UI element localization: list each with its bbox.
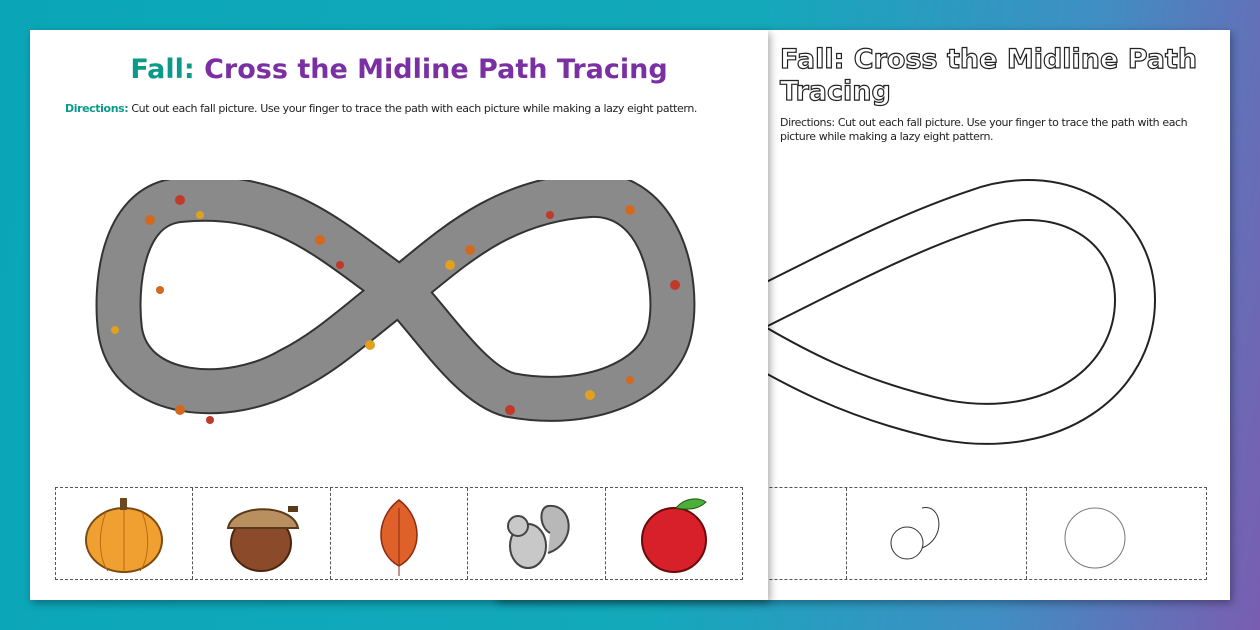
directions: Directions: Cut out each fall picture. U… [65, 102, 698, 115]
card-leaf[interactable] [767, 488, 847, 579]
card-pumpkin[interactable] [56, 488, 194, 579]
card-squirrel[interactable] [468, 488, 606, 579]
leaves [111, 195, 680, 424]
card-apple[interactable] [1027, 488, 1206, 579]
squirrel-icon [507, 504, 570, 569]
infinity-path [95, 180, 696, 424]
squirrel-outline-icon [890, 507, 939, 560]
card-acorn[interactable] [193, 488, 331, 579]
page-title: Fall: Cross the Midline Path Tracing [130, 54, 668, 85]
pumpkin-icon [85, 498, 163, 573]
worksheet-page-color: Fall: Cross the Midline Path Tracing Dir… [30, 30, 768, 600]
card-apple[interactable] [606, 488, 742, 579]
picture-cards [55, 487, 743, 580]
apple-outline-icon [1064, 507, 1126, 569]
leaf-icon [380, 499, 418, 576]
card-leaf[interactable] [331, 488, 469, 579]
acorn-icon [227, 506, 300, 572]
card-squirrel[interactable] [847, 488, 1027, 579]
picture-cards-outline [767, 487, 1207, 580]
directions: Directions: Cut out each fall picture. U… [780, 116, 1188, 143]
page-title: Fall: Cross the Midline Path Tracing [779, 43, 1198, 107]
apple-icon [640, 498, 707, 573]
